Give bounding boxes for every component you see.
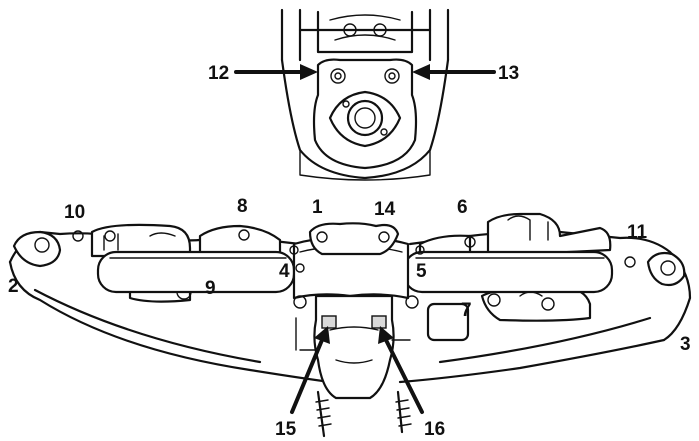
callout-14: 14 xyxy=(374,199,396,220)
callout-11: 11 xyxy=(627,222,648,243)
callout-3: 3 xyxy=(680,334,691,355)
arrow-15 xyxy=(290,338,324,414)
exhaust-manifold xyxy=(8,212,692,438)
callout-4: 4 xyxy=(279,261,290,282)
callout-7: 7 xyxy=(461,300,472,321)
callout-2: 2 xyxy=(8,276,19,297)
callout-6: 6 xyxy=(457,197,468,218)
callout-15: 15 xyxy=(275,419,297,440)
callout-1: 1 xyxy=(312,197,323,218)
callout-10: 10 xyxy=(64,202,85,223)
callout-12: 12 xyxy=(208,63,229,84)
arrow-16-head xyxy=(378,326,394,344)
callout-9: 9 xyxy=(205,278,216,299)
arrow-12-head xyxy=(300,64,318,80)
callout-8: 8 xyxy=(237,196,248,217)
arrow-15-head xyxy=(314,326,330,344)
callout-arrows xyxy=(234,64,496,414)
arrow-13-head xyxy=(412,64,430,80)
callout-5: 5 xyxy=(416,261,427,282)
callout-labels: 1 2 3 4 5 6 7 8 9 10 11 12 13 14 15 16 xyxy=(8,63,691,440)
flange-detail-view xyxy=(280,8,450,181)
callout-13: 13 xyxy=(498,63,519,84)
callout-16: 16 xyxy=(424,419,445,440)
arrow-16 xyxy=(384,338,424,414)
